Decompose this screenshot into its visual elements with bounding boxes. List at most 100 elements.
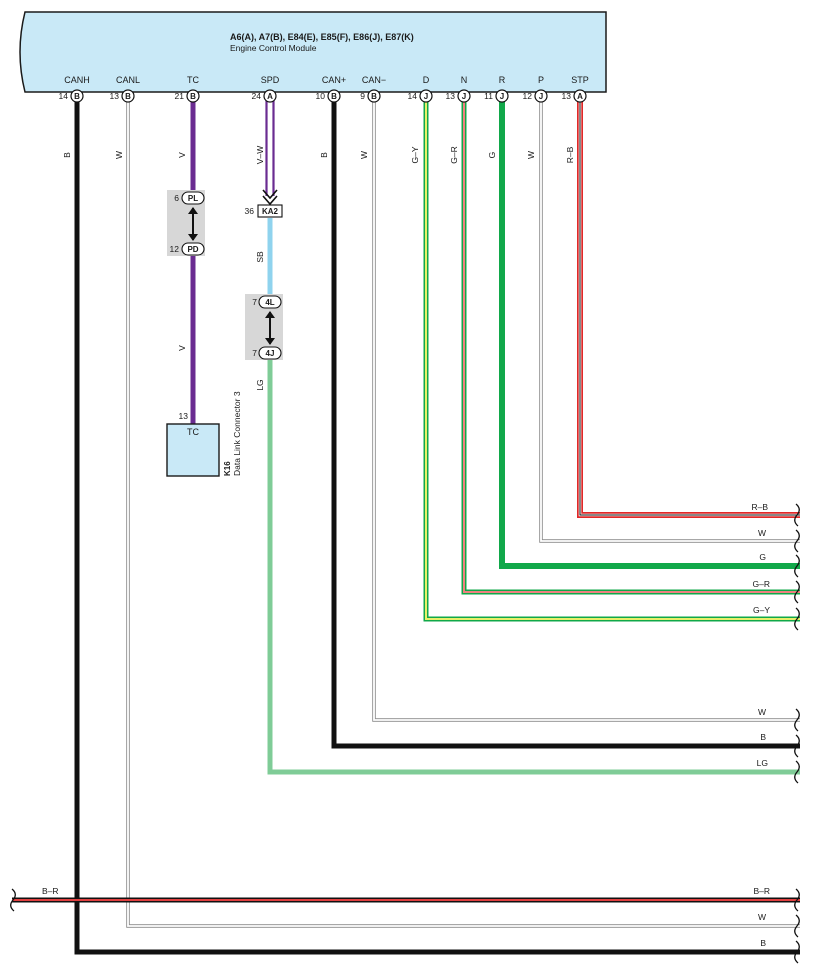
vlabel-tc: V (177, 152, 187, 158)
vlabel-r: G (487, 152, 497, 159)
vlabel-can-plus: B (319, 152, 329, 158)
pin-circle-can-plus (327, 89, 341, 103)
pin-circle-canh (70, 89, 84, 103)
pin-num-p: 12 (523, 91, 533, 101)
splice-4l-num: 7 (252, 297, 257, 307)
vlabel-n: G–R (449, 146, 459, 163)
pin-num-can-minus: 9 (360, 91, 365, 101)
vlabel-canh: B (62, 152, 72, 158)
vlabel-p: W (526, 151, 536, 159)
rlabel-w-2: W (758, 707, 766, 717)
pin-num-r: 11 (484, 91, 493, 101)
pin-num-can-plus: 10 (316, 91, 326, 101)
pin-num-tc: 21 (175, 91, 185, 101)
pin-conn-p: J (539, 92, 543, 101)
right-wire-labels: R–B W G G–R G–Y W B LG B–R W B B–R (42, 502, 770, 948)
left-label-b-r: B–R (42, 886, 59, 896)
pin-num-canh: 14 (59, 91, 69, 101)
vlabel-d: G–Y (410, 146, 420, 163)
pin-circle-stp (573, 89, 587, 103)
pin-conn-can-plus: B (331, 92, 337, 101)
pin-conn-canh: B (74, 92, 80, 101)
pin-circle-d (419, 89, 433, 103)
pin-circle-tc (186, 89, 200, 103)
pin-circle-canl (121, 89, 135, 103)
pin-conn-canl: B (125, 92, 131, 101)
rlabel-g-r: G–R (753, 579, 770, 589)
wire-can-minus (372, 100, 800, 722)
vlabel-can-minus: W (359, 151, 369, 159)
pin-circle-spd (263, 89, 277, 103)
vlabel-sb: SB (255, 251, 265, 263)
rlabel-b-r: B–R (753, 886, 770, 896)
pin-circle-r (495, 89, 509, 103)
pin-label-r: R (499, 75, 506, 85)
pin-label-n: N (461, 75, 468, 85)
pin-circle-n (457, 89, 471, 103)
dlc-name: Data Link Connector 3 (232, 391, 242, 476)
pin-label-d: D (423, 75, 430, 85)
pin-conn-tc: B (190, 92, 196, 101)
pin-num-canl: 13 (110, 91, 120, 101)
splice-4j-badge (258, 346, 282, 360)
splice-pl-code: PL (188, 194, 198, 203)
wire-p (539, 100, 800, 543)
dlc-code: K16 (223, 461, 232, 476)
ecm-pin-terminals: 14 B 13 B 21 B 24 A 10 B 9 B 14 J 13 J 1… (59, 89, 587, 103)
ka2-num: 36 (245, 206, 255, 216)
wire-canl (126, 100, 800, 928)
pin-num-spd: 24 (252, 91, 262, 101)
splice-4l-code: 4L (265, 298, 274, 307)
splice-pd-num: 12 (170, 244, 180, 254)
ecm-name: Engine Control Module (230, 43, 317, 53)
splice-pl-num: 6 (174, 193, 179, 203)
pin-label-stp: STP (571, 75, 589, 85)
pin-conn-r: J (500, 92, 504, 101)
splice-4j-code: 4J (266, 349, 275, 358)
rlabel-lg: LG (757, 758, 768, 768)
ecm-codes: A6(A), A7(B), E84(E), E85(F), E86(J), E8… (230, 32, 414, 42)
vlabel-lg: LG (255, 379, 265, 390)
splice-pl-badge (181, 191, 205, 205)
dlc-pin-num: 13 (179, 411, 189, 421)
ka2-box (257, 204, 283, 218)
splice-4j-num: 7 (252, 348, 257, 358)
rlabel-r-b: R–B (751, 502, 768, 512)
splice-4l-badge (258, 295, 282, 309)
dlc-box (166, 423, 220, 477)
pin-label-tc: TC (187, 75, 199, 85)
pin-label-canl: CANL (116, 75, 140, 85)
pin-conn-d: J (424, 92, 428, 101)
rlabel-b-1: B (760, 732, 766, 742)
rlabel-w-1: W (758, 528, 766, 538)
wire-r (499, 100, 800, 569)
pin-label-p: P (538, 75, 544, 85)
data-link-connector: 13 TC K16 Data Link Connector 3 (166, 391, 242, 477)
pin-num-d: 14 (408, 91, 418, 101)
ka2-code: KA2 (262, 207, 279, 216)
vertical-wire-labels: B W V V–W B W G–Y G–R G W R–B (62, 146, 575, 164)
pin-conn-spd: A (267, 92, 273, 101)
wire-spd (265, 100, 800, 775)
rlabel-w-3: W (758, 912, 766, 922)
wire-can-plus (331, 100, 800, 749)
pin-label-canh: CANH (64, 75, 90, 85)
ecm-pin-labels: CANH CANL TC SPD CAN+ CAN− D N R P STP (64, 75, 589, 85)
rlabel-g: G (759, 552, 766, 562)
connector-ka2: KA2 36 (245, 189, 283, 218)
splice-pd-code: PD (187, 245, 198, 254)
vlabel-stp: R–B (565, 146, 575, 163)
rlabel-g-y: G–Y (753, 605, 770, 615)
pin-circle-can-minus (367, 89, 381, 103)
pin-label-can-minus: CAN− (362, 75, 386, 85)
pin-conn-stp: A (577, 92, 583, 101)
dlc-pin-label: TC (187, 427, 199, 437)
wire-d (423, 100, 800, 622)
pin-label-spd: SPD (261, 75, 280, 85)
pin-num-stp: 13 (562, 91, 572, 101)
rlabel-b-2: B (760, 938, 766, 948)
vlabel-spd: V–W (255, 146, 265, 164)
pin-conn-n: J (462, 92, 466, 101)
splice-pd-badge (181, 242, 205, 256)
vlabel-tc-lower: V (177, 345, 187, 351)
